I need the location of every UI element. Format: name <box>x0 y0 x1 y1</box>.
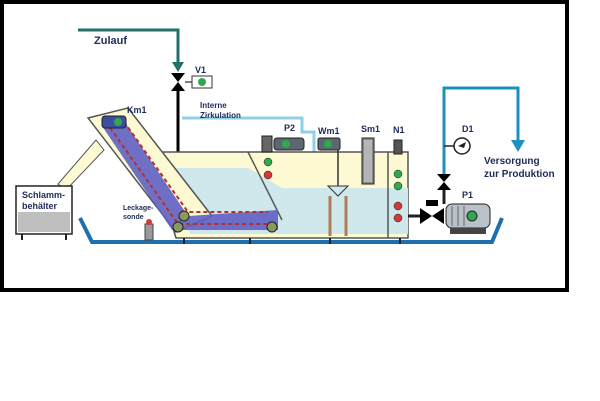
pump-p1-icon[interactable] <box>445 203 491 234</box>
valve-v1-icon[interactable] <box>171 73 213 152</box>
label-v1: V1 <box>195 65 206 75</box>
label-sonde: sonde <box>123 214 144 221</box>
conveyor-motor-icon[interactable] <box>101 115 127 129</box>
tank-indicator-green-icon <box>393 181 403 191</box>
tank-indicator-red-icon <box>393 201 403 211</box>
label-d1: D1 <box>462 124 474 134</box>
belt-roller-icon <box>172 221 184 233</box>
label-zirkulation: Zirkulation <box>200 111 241 120</box>
conveyor-belt-return <box>119 115 268 213</box>
inlet-pipe <box>78 28 180 62</box>
label-behaelter: behälter <box>22 201 58 211</box>
supply-pipe-blue <box>442 86 520 174</box>
sludge-container-fill <box>18 212 70 232</box>
base-tray <box>78 217 504 244</box>
supply-valve-icon[interactable] <box>437 174 451 190</box>
label-zulauf: Zulauf <box>94 35 127 47</box>
outlet-valve-icon[interactable] <box>420 200 444 224</box>
belt-roller-icon <box>178 210 190 222</box>
label-leckage: Leckage- <box>123 205 154 212</box>
leak-probe-icon[interactable] <box>144 219 154 241</box>
label-versorgung: Versorgung <box>484 156 540 167</box>
conveyor-belt <box>105 121 268 225</box>
label-produktion: zur Produktion <box>484 169 555 180</box>
inlet-arrow-icon <box>172 62 184 72</box>
label-n1: N1 <box>393 125 405 135</box>
sludge-layer <box>102 118 278 230</box>
tank-indicator-green-icon <box>263 157 273 167</box>
label-interne: Interne <box>200 101 227 110</box>
label-schlamm: Schlamm- <box>22 190 65 200</box>
label-sm1: Sm1 <box>361 124 380 134</box>
label-p2: P2 <box>284 123 295 133</box>
tank-partition <box>247 151 283 221</box>
belt-roller-icon <box>266 221 278 233</box>
label-km1: Km1 <box>127 105 147 115</box>
skimmer-sm1-icon[interactable] <box>361 137 375 185</box>
tank-indicator-red-icon <box>263 170 273 180</box>
pump-p2-icon[interactable] <box>261 135 305 153</box>
level-sensor-n1-icon[interactable] <box>393 139 403 155</box>
pressure-gauge-d1-icon <box>444 137 471 155</box>
label-wm1: Wm1 <box>318 126 340 136</box>
tank-indicator-red-icon <box>393 213 403 223</box>
label-p1: P1 <box>462 190 473 200</box>
valve-wm1-icon[interactable] <box>317 137 350 197</box>
supply-arrow-icon <box>511 140 525 152</box>
tank-indicator-green-icon <box>393 169 403 179</box>
